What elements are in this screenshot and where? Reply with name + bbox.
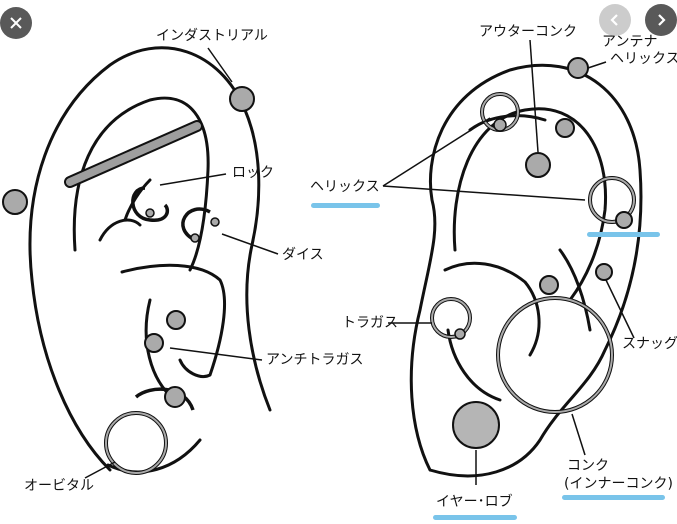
chevron-left-icon [609, 13, 621, 27]
highlight-antenna-helix [587, 232, 660, 237]
label-rook: ロック [232, 165, 274, 181]
next-button[interactable] [645, 4, 677, 36]
label-tragus: トラガス [342, 315, 398, 331]
left-ear [28, 46, 272, 474]
highlight-conch [562, 495, 665, 500]
leader-lines [84, 39, 635, 485]
close-button[interactable] [0, 7, 32, 39]
label-orbital: オービタル [24, 478, 94, 494]
chevron-right-icon [655, 13, 667, 27]
label-conch-line1: コンク [567, 458, 609, 474]
close-icon [9, 16, 23, 30]
label-outer-conch: アウターコンク [479, 24, 577, 40]
left-ear-jewelry [2, 86, 255, 475]
prev-button[interactable] [599, 4, 631, 36]
right-ear-jewelry [430, 57, 636, 449]
label-conch-line2: (インナーコンク) [564, 476, 673, 492]
label-industrial: インダストリアル [156, 28, 268, 44]
highlight-lobe [433, 515, 517, 520]
label-antitragus: アンチトラガス [266, 352, 364, 368]
label-snug: スナッグ [622, 336, 677, 352]
label-lobe: イヤー･ロブ [436, 494, 513, 510]
label-helix: ヘリックス [310, 179, 380, 195]
label-antenna-line1: アンテナ [602, 34, 658, 50]
label-antenna-line2: ヘリックス [610, 51, 677, 67]
label-daith: ダイス [282, 247, 324, 263]
highlight-helix [311, 203, 380, 208]
